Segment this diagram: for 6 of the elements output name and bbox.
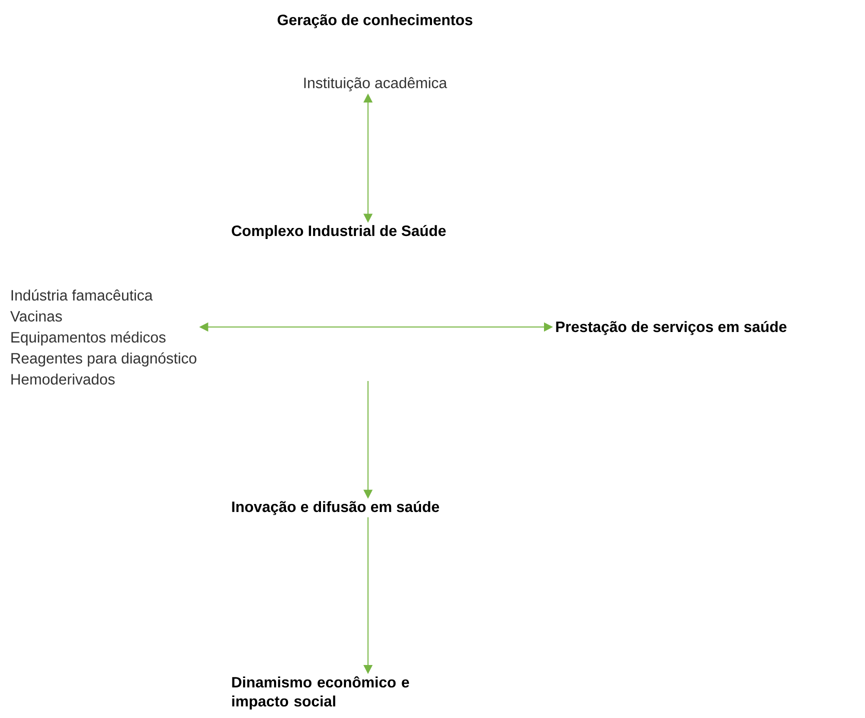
heading-text: Dinamismo econômico e impacto social [232,676,410,710]
item-list: Indústria famacêutica Vacinas Equipamentos médicos Reagentes para diagnóstico Hemoderivados [10,289,196,385]
heading-text: Geração de conhecimentos Instituição acadêmica [278,14,472,92]
heading-text: Inovação e difusão em saúde [232,500,440,516]
heading-text: Prestação de serviços em saúde [556,320,786,336]
heading-text: Complexo Industrial de Saúde [232,224,446,240]
